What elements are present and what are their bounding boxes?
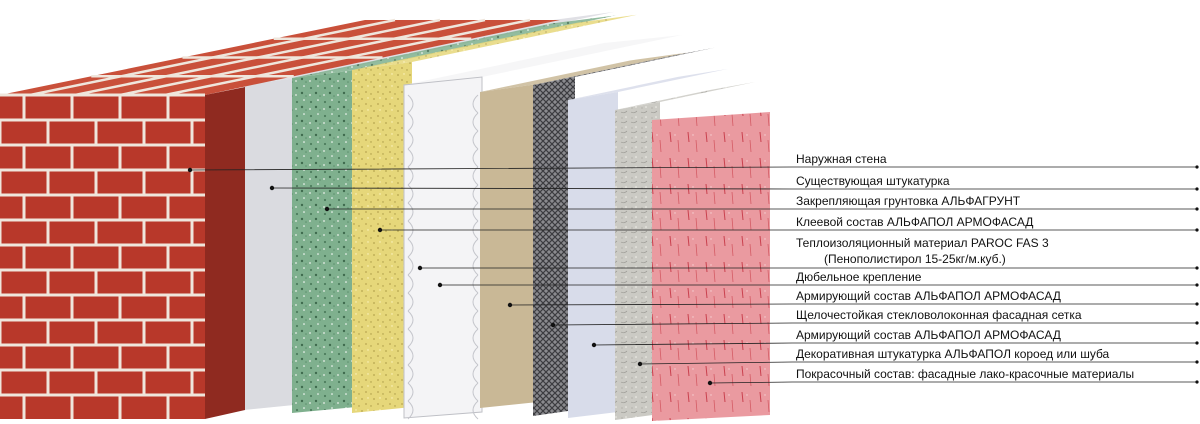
layer-mesh <box>533 77 575 416</box>
leader-line <box>189 166 1197 171</box>
leader-anchor-dot <box>637 361 643 367</box>
layer-decor-plaster-top <box>615 82 755 110</box>
layer-primer-top <box>292 15 616 78</box>
leader-end-dot <box>1195 165 1199 169</box>
insulation-cell <box>407 112 479 132</box>
leader-anchor-dot <box>591 342 597 348</box>
leader-end-dot <box>1195 360 1199 364</box>
layer-label: Закрепляющая грунтовка АЛЬФАГРУНТ <box>796 194 1021 208</box>
mortar-top-joint <box>29 18 396 97</box>
leader-end-dot <box>1195 341 1199 345</box>
leader-anchor-dot <box>550 322 556 328</box>
insulation-cell <box>407 184 479 204</box>
layer-label: Армирующий состав АЛЬФАПОЛ АРМОФАСАД <box>796 328 1061 342</box>
insulation-cell <box>407 256 479 276</box>
layer-label: Наружная стена <box>796 152 887 166</box>
leader-anchor-dot <box>269 185 275 191</box>
brick-wall-side <box>205 87 245 419</box>
insulation-cell <box>407 310 479 330</box>
insulation-cell <box>407 400 479 420</box>
layer-stack <box>244 11 770 421</box>
layer-label: Армирующий состав АЛЬФАПОЛ АРМОФАСАД <box>796 289 1061 303</box>
leader-line <box>593 342 1197 346</box>
insulation-cell <box>407 346 479 366</box>
leader-anchor-dot <box>507 302 513 308</box>
layer-reinforcing-2 <box>568 92 618 418</box>
mortar-top-joint <box>164 18 531 97</box>
layer-label: Существующая штукатурка <box>796 174 950 188</box>
leader-line <box>509 303 1197 306</box>
leader-anchor-dot <box>417 265 423 271</box>
leader-end-dot <box>1195 228 1199 232</box>
layer-label: Декоративная штукатурка АЛЬФАПОЛ короед … <box>796 347 1110 361</box>
layer-label: Дюбельное крепление <box>796 270 922 284</box>
layer-adhesive-top <box>352 14 637 70</box>
layer-label: Щелочестойкая стекловолоконная фасадная … <box>796 308 1082 322</box>
leader-end-dot <box>1195 207 1199 211</box>
layer-reinforcing-top <box>480 52 688 92</box>
leader-end-dot <box>1195 321 1199 325</box>
leader-end-dot <box>1195 187 1199 191</box>
insulation-cell <box>407 202 479 222</box>
layer-label: Покрасочный состав: фасадные лако-красоч… <box>796 367 1134 381</box>
layer-mesh-top <box>533 47 715 85</box>
leader-line <box>271 187 1197 190</box>
leader-line <box>639 361 1197 365</box>
leader-anchor-dot <box>324 206 330 212</box>
leader-anchor-dot <box>707 380 713 386</box>
layer-decor-plaster <box>615 102 660 420</box>
layer-reinforcing <box>480 84 538 408</box>
leader-line <box>552 322 1197 326</box>
layer-insulation <box>403 76 483 419</box>
insulation-cell <box>407 292 479 312</box>
layer-existing-plaster <box>244 77 304 410</box>
leader-end-dot <box>1195 380 1199 384</box>
layer-label: Теплоизоляционный материал PAROC FAS 3 <box>796 236 1049 250</box>
layer-paint <box>652 112 770 421</box>
leader-line <box>709 381 1197 384</box>
insulation-cell <box>407 238 479 258</box>
mortar-top-joint <box>119 18 486 97</box>
insulation-cell <box>407 364 479 384</box>
layer-label: Клеевой состав АЛЬФАПОЛ АРМОФАСАД <box>796 215 1033 229</box>
layer-adhesive <box>352 62 412 413</box>
insulation-cell <box>407 382 479 402</box>
insulation-cell <box>407 130 479 150</box>
layer-label-sub: (Пенополистирол 15-25кг/м.куб.) <box>824 252 1006 266</box>
brick-wall-front <box>0 95 205 419</box>
insulation-cell <box>407 94 479 114</box>
leader-anchor-dot <box>437 282 443 288</box>
leader-end-dot <box>1195 283 1199 287</box>
leader-lines <box>187 165 1199 386</box>
leader-anchor-dot <box>377 227 383 233</box>
leader-end-dot <box>1195 266 1199 270</box>
leader-anchor-dot <box>187 167 193 173</box>
leader-end-dot <box>1195 302 1199 306</box>
insulation-cell <box>407 274 479 294</box>
layer-primer <box>292 70 356 413</box>
brick-wall <box>0 18 560 419</box>
insulation-cell <box>407 328 479 348</box>
mortar-top-joint <box>74 18 441 97</box>
layer-reinforcing-2-top <box>568 68 728 100</box>
insulation-cell <box>407 148 479 168</box>
layer-insulation-top <box>404 35 682 85</box>
